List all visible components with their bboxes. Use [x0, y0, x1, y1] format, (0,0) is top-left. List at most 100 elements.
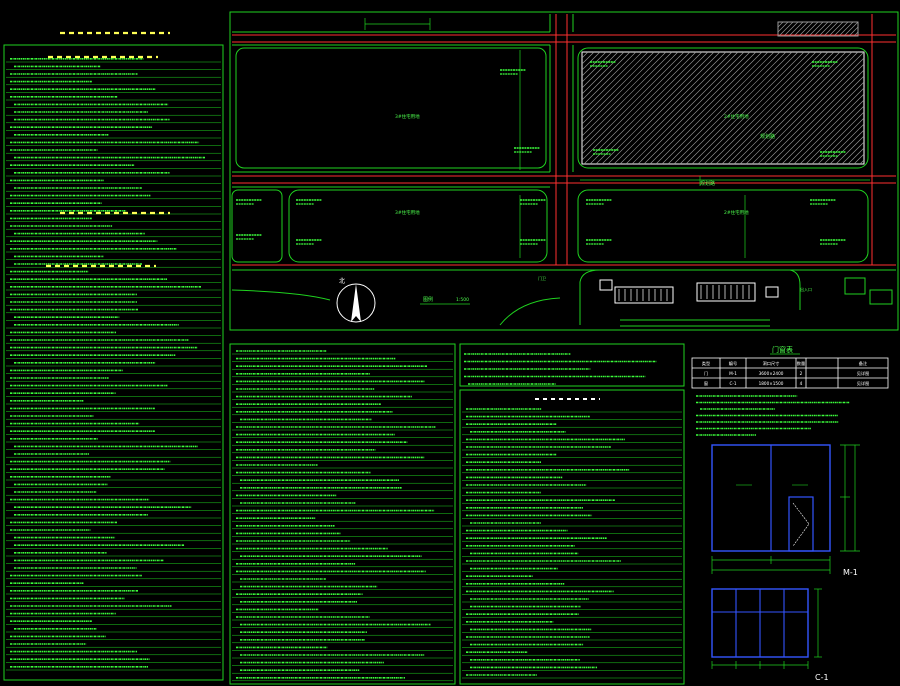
hatch-line [721, 51, 835, 165]
table-title: 门窗表 [772, 345, 793, 354]
north-label: 北 [339, 277, 345, 285]
hatch-line [581, 51, 649, 119]
table-cell: 1800×1500 [759, 381, 784, 386]
table-cell: 编号 [729, 360, 737, 367]
hatch-line [835, 135, 865, 165]
hatch-line [637, 51, 751, 165]
hatch-line [828, 21, 844, 37]
hatch-line [805, 105, 865, 165]
door-elevation [711, 444, 831, 552]
table-cell: M-1 [729, 371, 737, 376]
entrance-label: 出入口 [800, 286, 812, 292]
hatch-line [838, 21, 854, 37]
hatch-line [691, 51, 805, 165]
hatch-line [823, 123, 865, 165]
hatch-line [841, 141, 865, 165]
hatch-line [625, 51, 739, 165]
construction-notes-panel [229, 343, 685, 685]
hatch-line [751, 51, 865, 165]
hatch-line [817, 117, 865, 165]
hatch-line [685, 51, 799, 165]
hatch-line [763, 63, 865, 165]
table-cell: 见详图 [857, 370, 870, 377]
hatch-line [581, 51, 619, 89]
hatch-line [631, 51, 745, 165]
road-edges [232, 14, 896, 271]
hatch-line [811, 111, 865, 165]
guard-label: 门卫 [538, 275, 546, 281]
hatch-line [818, 21, 834, 37]
hatch-line [848, 26, 859, 37]
hatch-line [739, 51, 853, 165]
right-notes-scribbles [696, 395, 850, 436]
door-label: M-1 [843, 568, 858, 577]
hatch-line [583, 51, 697, 165]
door-dimensions [711, 444, 860, 574]
table-cell: 数量 [797, 360, 805, 367]
hatch-line [581, 51, 655, 125]
hatch-line [803, 21, 819, 37]
table-cell: 3600×2400 [759, 371, 784, 376]
scale-label: 1:500 [456, 297, 469, 303]
hatch-line [607, 51, 721, 165]
hatch-line [643, 51, 757, 165]
hatch-line [833, 21, 849, 37]
hatch-line [783, 21, 799, 37]
hatch-line [581, 51, 661, 131]
road-label: 规划路 [760, 133, 775, 140]
hatch-line [703, 51, 817, 165]
table-cell: 见详图 [857, 380, 870, 387]
hatch-line [581, 51, 667, 137]
gatehouse-detail [618, 285, 750, 301]
hatch-line [769, 69, 865, 165]
hatch-line [581, 51, 679, 149]
window-dimensions [711, 588, 822, 669]
hatch-line [715, 51, 829, 165]
lot-label: 2#住宅用地 [724, 113, 749, 120]
hatch-line [775, 75, 865, 165]
hatch-line [595, 51, 709, 165]
hatch-line [655, 51, 769, 165]
hatch-line [581, 51, 685, 155]
table-cell: 2 [800, 371, 803, 376]
hatch-line [823, 21, 839, 37]
site-annotations [236, 61, 846, 245]
hatch-line [581, 51, 589, 59]
hatch-line [787, 87, 865, 165]
window-elevation [711, 588, 809, 658]
table-cell: 4 [800, 381, 803, 386]
hatch-line [853, 153, 865, 165]
table-cell: 洞口尺寸 [763, 360, 780, 367]
hatch-line [757, 57, 865, 165]
table-cell: 窗 [704, 380, 708, 387]
hatch-line [813, 21, 829, 37]
design-notes-panel [3, 31, 224, 681]
hatch-line [581, 51, 613, 83]
hatch-line [853, 31, 859, 37]
hatch-line [697, 51, 811, 165]
hatch-line [781, 81, 865, 165]
notes-row-lines [6, 61, 221, 671]
entrance-area [231, 269, 893, 327]
plot-outlines [231, 47, 869, 263]
road-label: 规划路 [700, 180, 715, 187]
table-cell: C-1 [729, 381, 736, 386]
hatch-line [661, 51, 775, 165]
notes-text-scribbles [10, 31, 206, 668]
hatch-line [581, 51, 673, 143]
window-label: C-1 [815, 673, 829, 682]
hatch-line [859, 159, 865, 165]
hatch-line [788, 21, 804, 37]
hatch-line [777, 21, 789, 33]
hatch-line [727, 51, 841, 165]
hatch-line [667, 51, 781, 165]
hatch-line [798, 21, 814, 37]
hatch-line [581, 51, 625, 95]
hatch-line [581, 51, 607, 77]
hatch-line [793, 21, 809, 37]
hatch-line [581, 51, 631, 101]
hatch-line [581, 51, 691, 161]
hatch-line [799, 99, 865, 165]
notes-text-scribbles [236, 350, 657, 679]
